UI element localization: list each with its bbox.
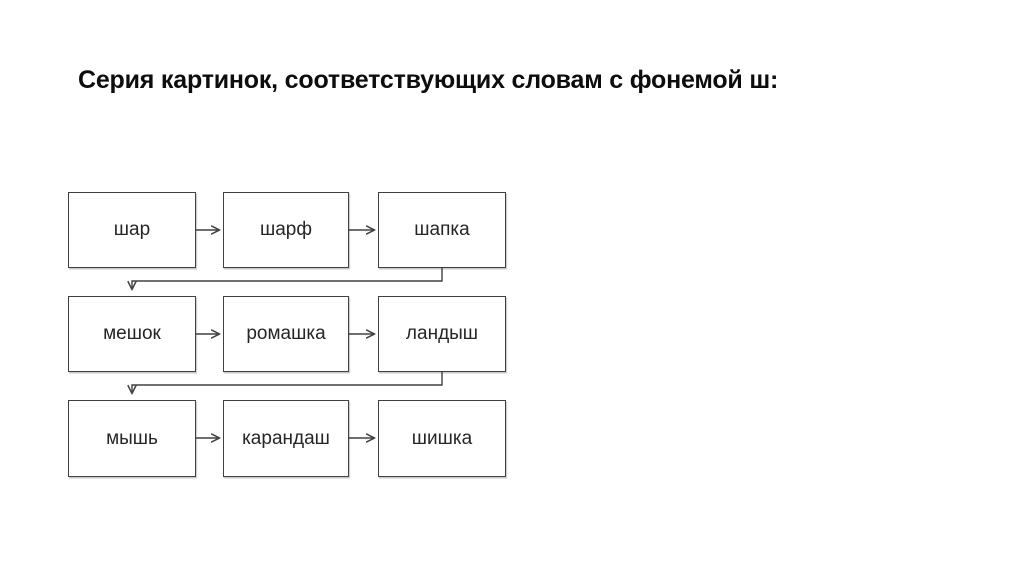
flow-box-r2c1: мешок (68, 296, 196, 372)
flow-box-label: шапка (414, 219, 470, 240)
flow-box-r3c1: мышь (68, 400, 196, 477)
slide-title: Серия картинок, соответствующих словам с… (78, 66, 779, 94)
flow-box-label: ландыш (405, 323, 479, 344)
flow-box-label: мешок (103, 323, 161, 344)
flow-box-r2c2: ромашка (223, 296, 349, 372)
flow-box-r2c3: ландыш (378, 296, 506, 372)
flow-box-label: шарф (259, 219, 312, 240)
flow-box-label: мышь (106, 427, 158, 449)
elbow-down-connector (132, 372, 443, 393)
flow-box-r1c1: шар (68, 192, 196, 268)
flow-box-label: шар (113, 219, 151, 240)
flow-box-r1c3: шапка (378, 192, 506, 268)
elbow-down-connector (132, 268, 443, 289)
flow-box-r1c2: шарф (223, 192, 349, 268)
flow-box-label: ромашка (246, 323, 326, 344)
flow-box-r3c3: шишка (378, 400, 506, 477)
flow-box-label: шишка (411, 427, 473, 449)
flow-box-label: карандаш (242, 427, 330, 449)
flow-box-r3c2: карандаш (223, 400, 349, 477)
